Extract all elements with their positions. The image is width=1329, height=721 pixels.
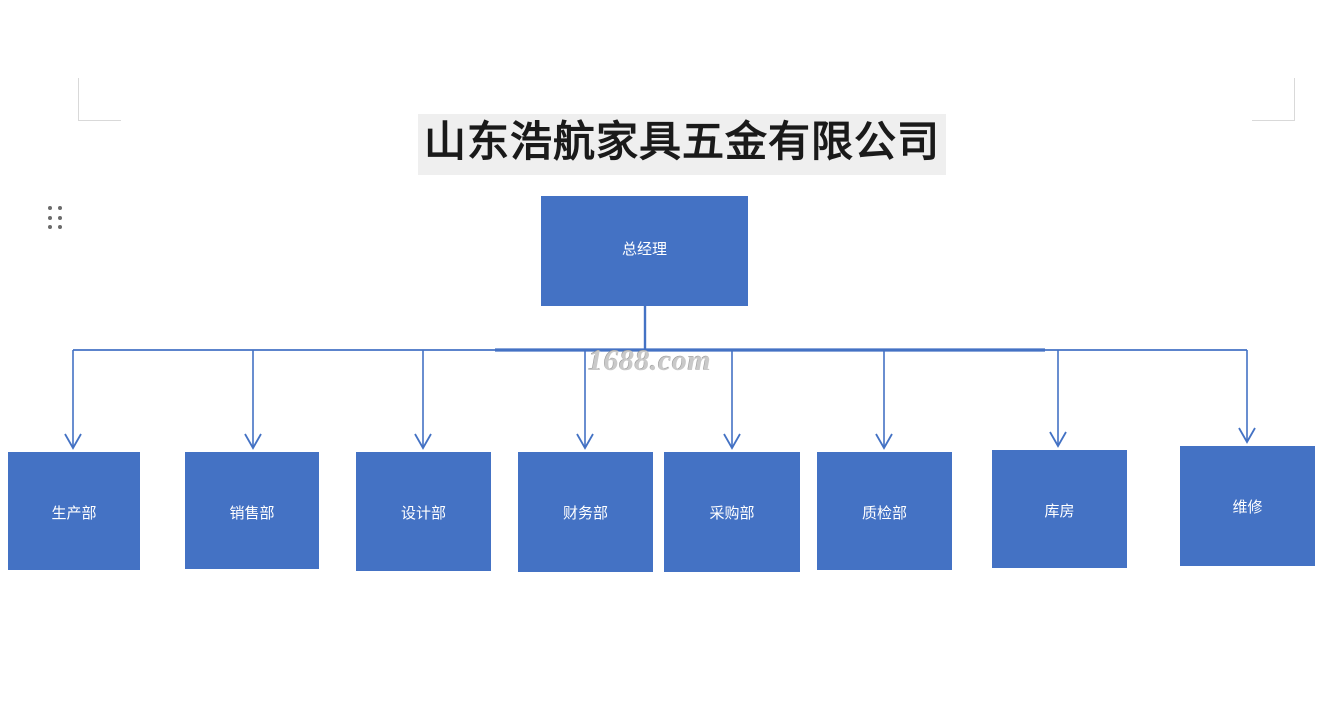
org-node-sales[interactable]: 销售部 xyxy=(185,452,319,569)
connector-arrowhead xyxy=(1238,427,1256,444)
org-node-design[interactable]: 设计部 xyxy=(356,452,491,571)
page-margin-corner-top-right xyxy=(1252,78,1295,121)
connector-arrowhead xyxy=(244,433,262,450)
drag-dot xyxy=(58,206,62,210)
org-node-quality-control[interactable]: 质检部 xyxy=(817,452,952,570)
connector-arrowhead xyxy=(723,433,741,450)
page-margin-corner-top-left xyxy=(78,78,121,121)
page-title: 山东浩航家具五金有限公司 xyxy=(418,114,947,175)
org-node-label: 生产部 xyxy=(51,505,97,522)
drag-dot xyxy=(48,206,52,210)
connector-arrowhead xyxy=(875,433,893,450)
drag-handle-icon[interactable] xyxy=(48,206,64,232)
org-node-label: 销售部 xyxy=(229,505,275,522)
org-node-label: 维修 xyxy=(1232,499,1263,516)
org-node-label: 采购部 xyxy=(709,505,755,522)
org-node-warehouse[interactable]: 库房 xyxy=(992,450,1127,568)
connector-arrowhead xyxy=(1049,431,1067,448)
org-node-label: 库房 xyxy=(1044,503,1075,520)
connector-arrowhead xyxy=(414,433,432,450)
drag-dot xyxy=(48,215,52,220)
watermark-1688: 1688.com xyxy=(588,344,712,377)
org-node-production[interactable]: 生产部 xyxy=(8,452,140,570)
org-node-label: 设计部 xyxy=(400,505,446,522)
org-node-finance[interactable]: 财务部 xyxy=(518,452,653,572)
drag-dot xyxy=(58,225,62,230)
drag-dot xyxy=(48,225,52,230)
drag-dot xyxy=(58,215,62,220)
connector-arrowhead xyxy=(64,433,82,450)
org-node-label: 总经理 xyxy=(621,241,667,258)
org-node-purchasing[interactable]: 采购部 xyxy=(664,452,800,572)
org-node-general-manager[interactable]: 总经理 xyxy=(541,196,748,306)
org-node-label: 质检部 xyxy=(861,505,907,522)
org-node-label: 财务部 xyxy=(562,505,608,522)
org-node-maintenance[interactable]: 维修 xyxy=(1180,446,1315,566)
connector-arrowhead xyxy=(576,433,594,450)
